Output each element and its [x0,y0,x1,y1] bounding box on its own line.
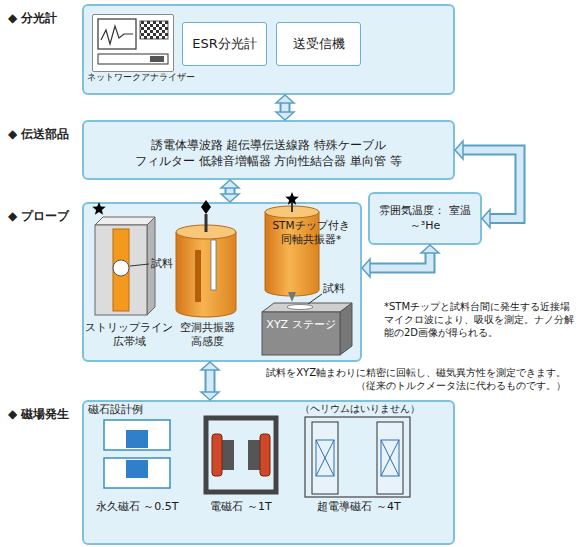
arrow-shaft-outline [205,369,216,393]
cavity-rod [205,214,208,232]
analyzer-trace [101,26,133,44]
box-text: 雰囲気温度： 室温～³He [375,204,475,234]
sc-coil-housing [377,422,403,494]
probe-label: ストリップライン 広帯域 [84,321,174,348]
arrow-head [201,392,219,400]
double-block-arrow [276,95,294,120]
magnet-yoke [104,458,170,488]
electromagnet-pole [248,440,260,470]
arrow-shaft-outline [462,150,520,219]
box-text: 誘電体導波路 超伝導伝送線路 特殊ケーブル フィルター 低雑音増幅器 方向性結合… [124,137,414,169]
sc-coil-cross [316,440,334,476]
sample-leader [308,294,322,304]
double-block-arrow [362,245,439,277]
sample-leader [130,264,149,266]
sc-coil-cross [381,440,399,476]
arrow-head [221,180,239,188]
electromagnet-pole [222,440,234,470]
arrow-shaft-outline [369,252,430,268]
cavity-diamond [201,200,211,214]
stm-sample [287,305,313,310]
stage-label: XYZ ステージ [262,318,340,332]
analyzer-keypad [140,21,168,39]
stripline-body [95,225,147,315]
analyzer-button [150,56,164,62]
stm-resonator-body [265,212,319,296]
arrow-head [421,245,439,253]
sample-label: 試料 [323,282,345,296]
note-text: 試料をXYZ軸まわりに精密に回転し、磁気異方性を測定できます。 （従来のトルクメ… [236,366,566,392]
arrow-head [482,210,490,228]
cavity-slit [195,250,201,302]
section-heading: ◆ 伝送部品 [8,126,69,143]
probe-label: 空洞共振器 高感度 [172,321,242,348]
stm-rod [291,201,293,212]
stage-side [340,303,352,355]
magnet-yoke [104,420,170,450]
box-text: 送受信機 [293,35,345,53]
arrow-head [362,259,370,277]
icon-caption: ネットワークアナライザー [87,72,195,84]
cryostat-outline [305,417,410,497]
section-panel: ◆ 分光計ネットワークアナライザーESR分光計送受信機 [82,4,455,95]
electromagnet-frame [206,418,276,492]
group-label: 磁石設計例 [88,403,143,417]
box-text: ESR分光計 [192,35,257,53]
arrow-shaft [369,252,430,268]
probe-label: STMチップ付き 同軸共振器* [262,219,360,246]
arrow-head [201,362,219,370]
magnet-pole [126,460,148,478]
arrow-shaft [462,150,520,219]
magnet-label: 電磁石 ～1T [195,500,287,514]
section-heading: ◆ 磁場発生 [8,406,69,423]
arrow-shaft [207,369,214,393]
magnet-label: 超電導磁石 ～4T [300,500,418,514]
double-block-arrow [455,141,520,228]
electromagnet-coil [260,434,270,476]
double-block-arrow [221,180,239,202]
arrow-head [455,141,463,159]
section-heading: ◆ 分光計 [8,10,57,27]
stripline-strip [113,229,129,311]
stm-tip [288,292,296,302]
stage-top [262,303,352,312]
stripline-sample [113,260,129,276]
sample-label: 試料 [151,257,173,271]
instrument-box: ESR分光計 [182,22,267,66]
footnote: *STMチップと試料台間に発生する近接場マイクロ波により、吸収を測定。ナノ分解能… [384,300,574,339]
sc-coil [316,440,334,476]
cavity-sample-tube [211,240,216,290]
arrow-head [276,95,294,103]
sc-coil [381,440,399,476]
section-panel: ◆ 伝送部品誘電体導波路 超伝導伝送線路 特殊ケーブル フィルター 低雑音増幅器… [82,120,455,180]
magnet-pole [126,430,148,448]
stage-front [262,312,340,355]
stripline-side [147,217,155,315]
analyzer-screen [98,19,136,49]
port-star [285,192,298,205]
magnet-label: 永久磁石 ～0.5T [95,500,179,514]
temperature-box: 雰囲気温度： 室温～³He [368,192,482,245]
analyzer-panel-bar [98,54,168,64]
magnet-note: （ヘリウムはいりません） [300,402,420,415]
stripline-top [95,217,155,225]
electromagnet-coil [212,434,222,476]
instrument-box: 送受信機 [276,22,361,66]
double-block-arrow [201,362,219,400]
arrow-head [276,112,294,120]
arrow-head [221,194,239,202]
section-heading: ◆ プローブ [8,208,69,225]
cavity-body [176,232,236,317]
sc-coil-housing [312,422,338,494]
port-star [92,202,105,215]
